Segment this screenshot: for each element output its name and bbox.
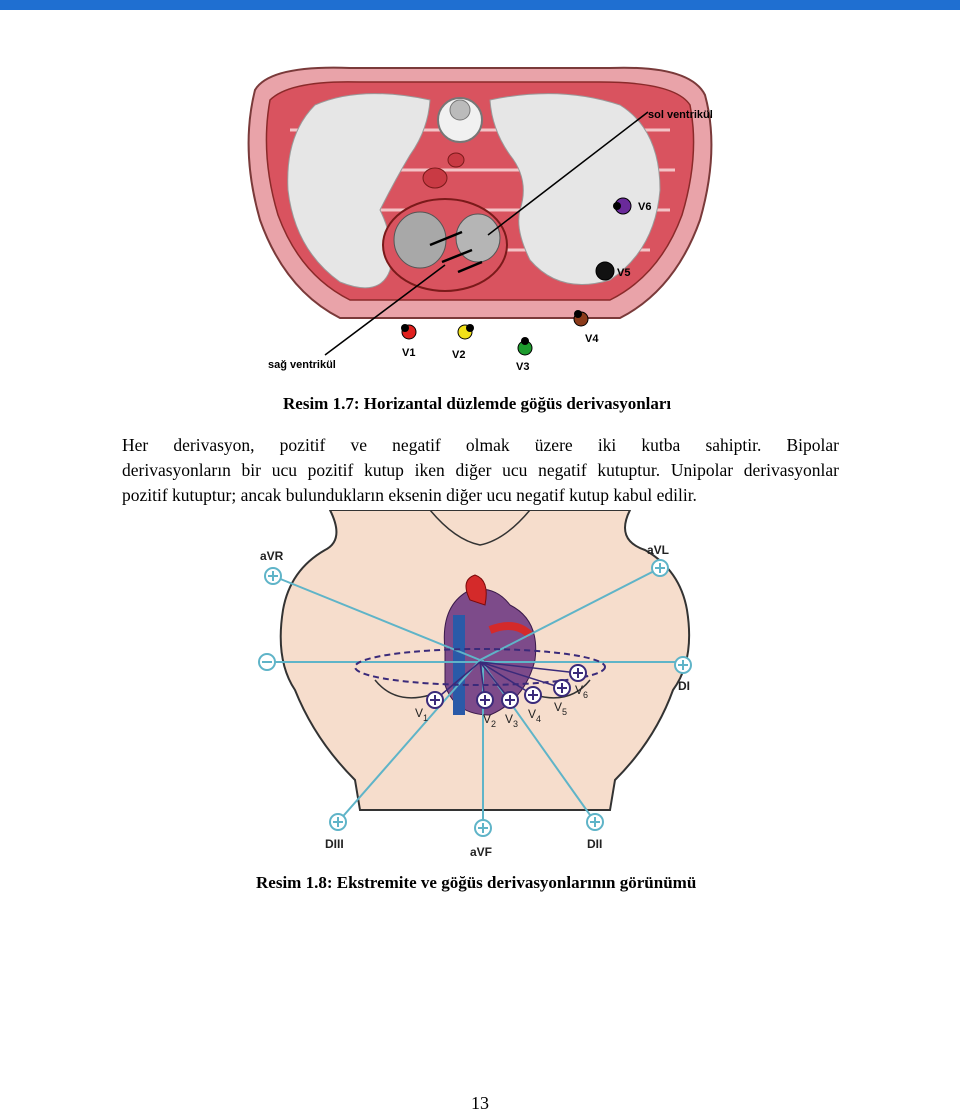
label-v5: V5 [617,267,630,279]
svg-text:V6: V6 [575,683,588,700]
label-sag-ventrikul: sağ ventrikül [268,359,336,371]
label-avl: aVL [647,543,669,557]
label-chest-v6: V [575,683,583,697]
label-avf: aVF [470,845,492,859]
label-diii: DIII [325,837,344,851]
electrode-v3: V3 [516,337,533,373]
label-chest-v5: V [554,700,562,714]
svg-text:V4: V4 [528,707,541,724]
svg-text:V3: V3 [505,712,518,729]
label-chest-v4: V [528,707,536,721]
label-v2: V2 [452,349,465,361]
label-dii: DII [587,837,602,851]
svg-text:V2: V2 [483,712,496,729]
svg-text:V5: V5 [554,700,567,717]
lung-left [489,93,661,285]
label-chest-v1: V [415,706,423,720]
svg-text:V1: V1 [415,706,428,723]
label-v6: V6 [638,201,651,213]
label-chest-v3: V [505,712,513,726]
page-number: 13 [471,1093,489,1113]
electrode-v6: V6 [613,197,651,215]
leads-figure: aVR aVL DI DIII aVF DII V1 V2 V3 V4 V5 V… [258,510,692,859]
label-chest-v2: V [483,712,491,726]
label-avr: aVR [260,549,284,563]
electrode-v4: V4 [573,310,599,345]
paragraph-line-3: pozitif kutuptur; ancak bulundukların ek… [122,485,697,505]
paragraph-line-1: Her derivasyon, pozitif ve negatif olmak… [122,435,839,455]
electrode-v2: V2 [452,324,474,361]
figure2-caption: Resim 1.8: Ekstremite ve göğüs derivasyo… [256,873,697,892]
lung-right [287,93,431,289]
electrode-v5: V5 [595,261,630,281]
body-paragraph: Her derivasyon, pozitif ve negatif olmak… [122,433,839,508]
aorta [422,167,448,189]
top-accent-bar [0,0,960,10]
chest-cross-section-figure: sol ventrikül sağ ventrikül V1 V2 V3 V4 … [247,66,713,373]
label-v4: V4 [585,333,599,345]
label-v1: V1 [402,347,415,359]
horizontal-plane [354,648,606,686]
label-v3: V3 [516,361,529,373]
paragraph-line-2: derivasyonların bir ucu pozitif kutup ik… [122,460,839,480]
label-di: DI [678,679,690,693]
figure1-caption: Resim 1.7: Horizantal düzlemde göğüs der… [283,394,672,413]
electrode-v1: V1 [401,324,417,359]
label-sol-ventrikul: sol ventrikül [648,109,713,121]
